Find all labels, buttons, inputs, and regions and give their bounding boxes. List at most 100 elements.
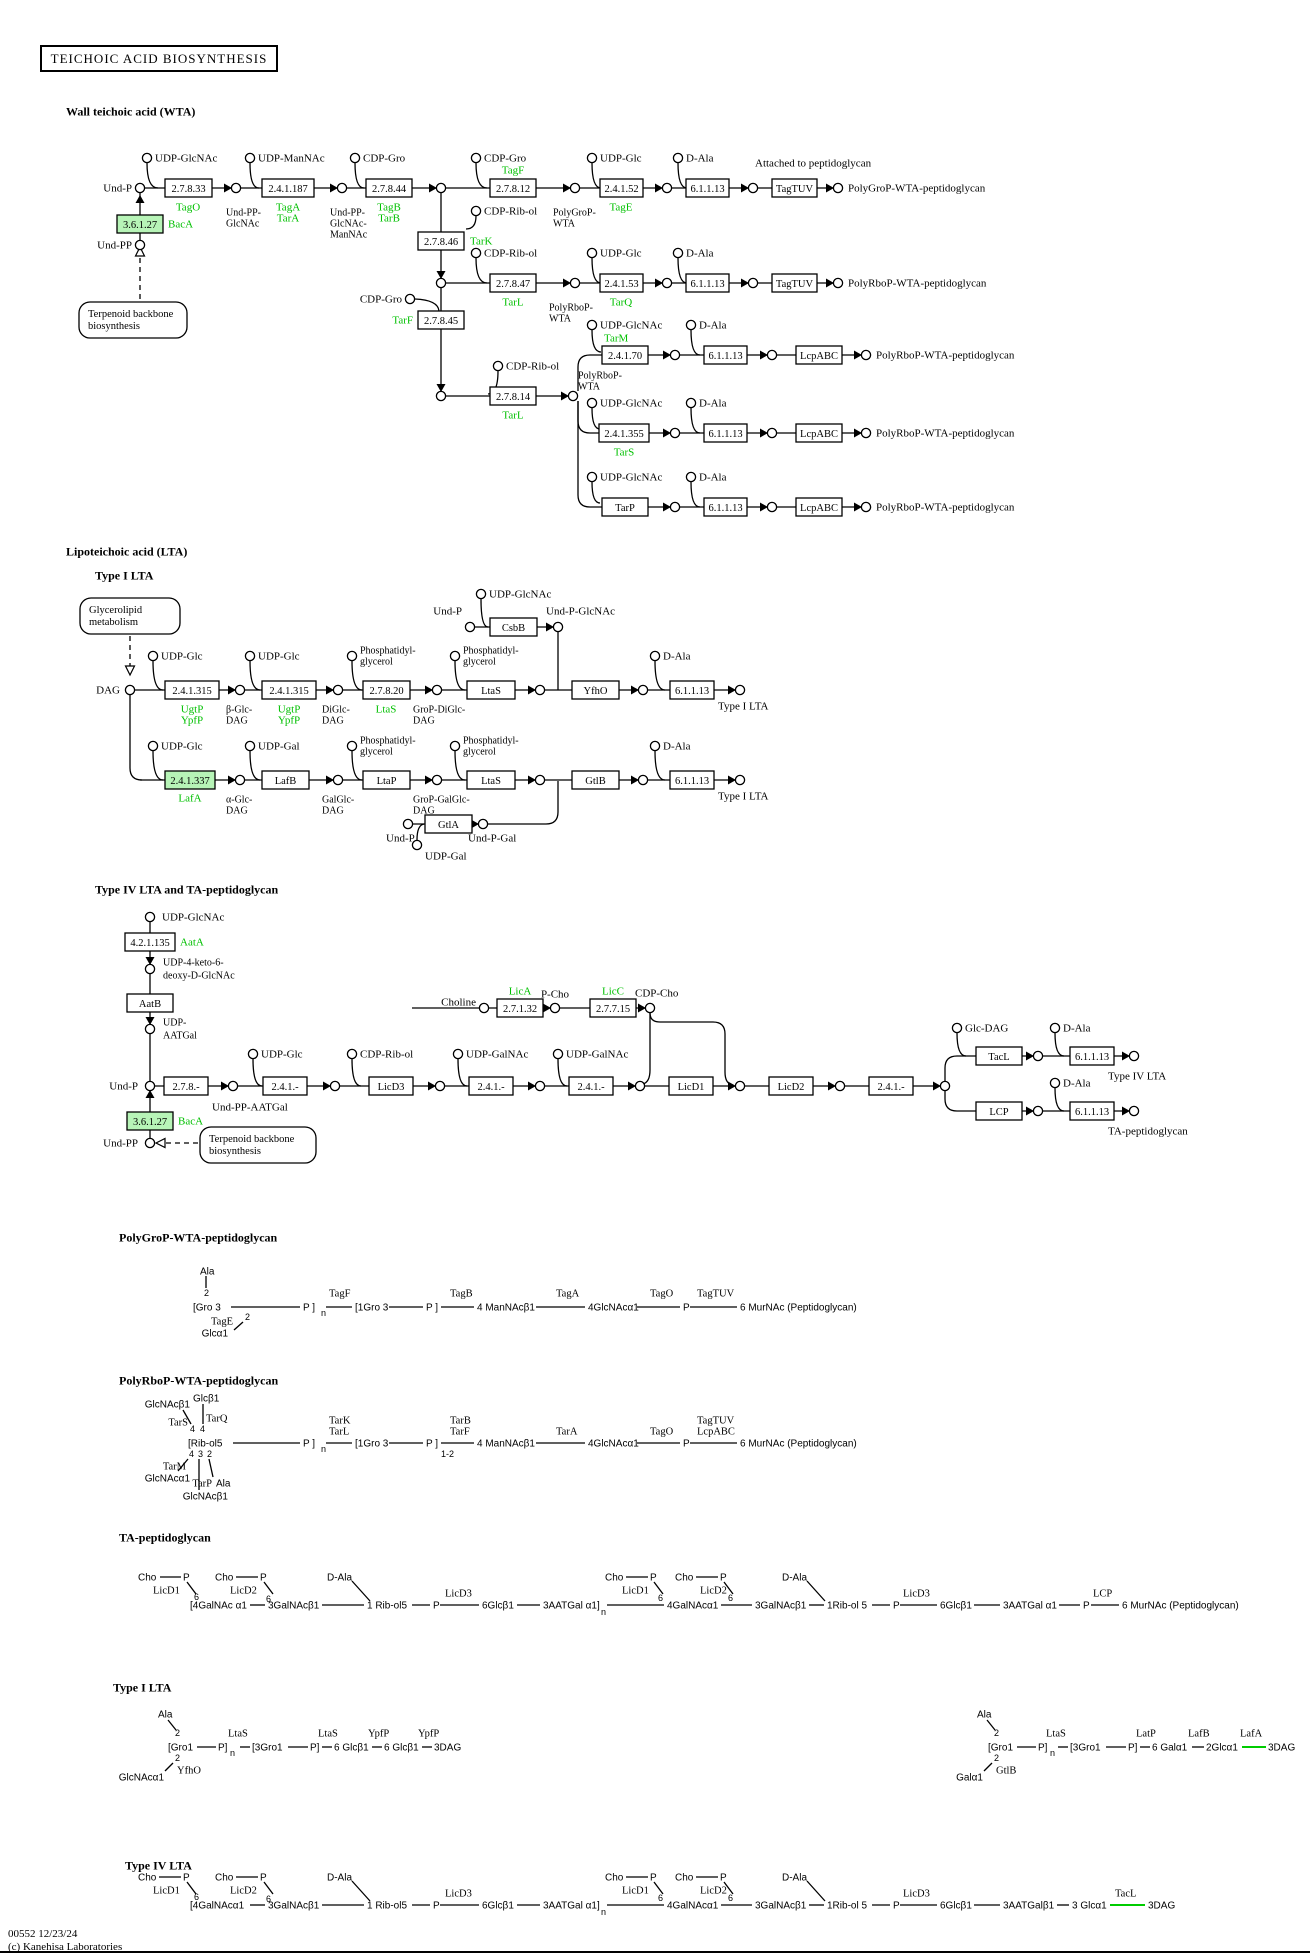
gene-label[interactable]: TarF bbox=[392, 315, 413, 327]
compound-circle[interactable] bbox=[637, 774, 649, 786]
compound-circle[interactable] bbox=[234, 684, 246, 696]
enzyme-box[interactable] bbox=[1069, 1101, 1115, 1121]
enzyme-box[interactable] bbox=[771, 273, 818, 293]
enzyme-box[interactable] bbox=[417, 231, 465, 251]
compound-circle[interactable] bbox=[431, 684, 443, 696]
compound-circle[interactable] bbox=[644, 1002, 656, 1014]
enzyme-box[interactable] bbox=[703, 497, 748, 517]
pathway-link-box[interactable] bbox=[78, 301, 188, 339]
compound-circle[interactable] bbox=[411, 839, 423, 851]
enzyme-box[interactable] bbox=[975, 1046, 1023, 1066]
enzyme-box[interactable] bbox=[116, 214, 164, 234]
enzyme-box[interactable] bbox=[489, 273, 537, 293]
pathway-link-box[interactable] bbox=[199, 1126, 317, 1164]
compound-circle[interactable] bbox=[549, 1002, 561, 1014]
enzyme-box[interactable] bbox=[703, 345, 748, 365]
gene-label[interactable]: BacA bbox=[178, 1116, 203, 1128]
gene-label[interactable]: UgtP bbox=[181, 704, 204, 716]
compound-circle[interactable] bbox=[144, 1080, 156, 1092]
gene-label[interactable]: BacA bbox=[168, 219, 193, 231]
compound-circle[interactable] bbox=[734, 1080, 746, 1092]
enzyme-box[interactable] bbox=[685, 178, 730, 198]
compound-circle[interactable] bbox=[244, 152, 256, 164]
compound-circle[interactable] bbox=[404, 293, 416, 305]
compound-circle[interactable] bbox=[332, 684, 344, 696]
compound-circle[interactable] bbox=[349, 152, 361, 164]
compound-circle[interactable] bbox=[470, 247, 482, 259]
compound-circle[interactable] bbox=[1032, 1105, 1044, 1117]
compound-circle[interactable] bbox=[431, 774, 443, 786]
enzyme-box[interactable] bbox=[261, 680, 317, 700]
compound-circle[interactable] bbox=[134, 239, 146, 251]
compound-circle[interactable] bbox=[1128, 1050, 1140, 1062]
gene-label[interactable]: TagB bbox=[377, 202, 401, 214]
compound-circle[interactable] bbox=[144, 1137, 156, 1149]
compound-circle[interactable] bbox=[470, 205, 482, 217]
compound-circle[interactable] bbox=[435, 277, 447, 289]
compound-circle[interactable] bbox=[402, 818, 414, 830]
compound-circle[interactable] bbox=[860, 501, 872, 513]
compound-circle[interactable] bbox=[734, 684, 746, 696]
compound-circle[interactable] bbox=[939, 1080, 951, 1092]
compound-circle[interactable] bbox=[346, 1048, 358, 1060]
gene-label[interactable]: TagE bbox=[609, 202, 632, 214]
enzyme-box[interactable] bbox=[466, 770, 516, 790]
enzyme-box[interactable] bbox=[362, 680, 411, 700]
compound-circle[interactable] bbox=[478, 1002, 490, 1014]
compound-circle[interactable] bbox=[247, 1048, 259, 1060]
enzyme-box[interactable] bbox=[466, 680, 516, 700]
gene-label[interactable]: LtaS bbox=[376, 704, 397, 716]
enzyme-box[interactable] bbox=[496, 998, 544, 1018]
gene-label[interactable]: TarL bbox=[502, 410, 523, 422]
compound-circle[interactable] bbox=[147, 650, 159, 662]
gene-label[interactable]: LicA bbox=[509, 986, 532, 998]
compound-circle[interactable] bbox=[766, 349, 778, 361]
compound-circle[interactable] bbox=[860, 349, 872, 361]
gene-label[interactable]: TarQ bbox=[610, 297, 632, 309]
enzyme-box[interactable] bbox=[261, 770, 310, 790]
compound-circle[interactable] bbox=[685, 319, 697, 331]
compound-circle[interactable] bbox=[435, 390, 447, 402]
compound-circle[interactable] bbox=[336, 182, 348, 194]
compound-circle[interactable] bbox=[452, 1048, 464, 1060]
compound-circle[interactable] bbox=[860, 427, 872, 439]
compound-circle[interactable] bbox=[332, 774, 344, 786]
compound-circle[interactable] bbox=[669, 349, 681, 361]
compound-circle[interactable] bbox=[834, 1080, 846, 1092]
gene-label[interactable]: TarB bbox=[378, 213, 400, 225]
enzyme-box[interactable] bbox=[589, 998, 637, 1018]
compound-circle[interactable] bbox=[672, 247, 684, 259]
pathway-link-box[interactable] bbox=[79, 597, 181, 635]
compound-circle[interactable] bbox=[586, 471, 598, 483]
gene-label[interactable]: TarM bbox=[604, 333, 628, 345]
enzyme-box[interactable] bbox=[568, 1076, 614, 1096]
compound-circle[interactable] bbox=[492, 360, 504, 372]
compound-circle[interactable] bbox=[147, 740, 159, 752]
gene-label[interactable]: TarL bbox=[502, 297, 523, 309]
enzyme-box[interactable] bbox=[868, 1076, 914, 1096]
enzyme-box[interactable] bbox=[368, 1076, 414, 1096]
compound-circle[interactable] bbox=[567, 390, 579, 402]
compound-circle[interactable] bbox=[227, 1080, 239, 1092]
gene-label[interactable]: TarS bbox=[614, 447, 635, 459]
compound-circle[interactable] bbox=[552, 621, 564, 633]
enzyme-box[interactable] bbox=[599, 178, 644, 198]
compound-circle[interactable] bbox=[685, 471, 697, 483]
compound-circle[interactable] bbox=[1128, 1105, 1140, 1117]
enzyme-box[interactable] bbox=[489, 178, 537, 198]
enzyme-box[interactable] bbox=[768, 1076, 814, 1096]
compound-circle[interactable] bbox=[569, 182, 581, 194]
pathway-title-box[interactable]: TEICHOIC ACID BIOSYNTHESIS bbox=[40, 45, 278, 72]
compound-circle[interactable] bbox=[475, 588, 487, 600]
enzyme-box[interactable] bbox=[601, 497, 649, 517]
enzyme-box[interactable] bbox=[771, 178, 818, 198]
enzyme-box[interactable] bbox=[124, 932, 176, 952]
enzyme-box[interactable] bbox=[795, 423, 843, 443]
enzyme-box[interactable] bbox=[262, 1076, 308, 1096]
compound-circle[interactable] bbox=[534, 1080, 546, 1092]
enzyme-box[interactable] bbox=[362, 770, 411, 790]
compound-circle[interactable] bbox=[134, 182, 146, 194]
enzyme-box[interactable] bbox=[489, 617, 538, 637]
compound-circle[interactable] bbox=[1032, 1050, 1044, 1062]
enzyme-box[interactable] bbox=[1069, 1046, 1115, 1066]
